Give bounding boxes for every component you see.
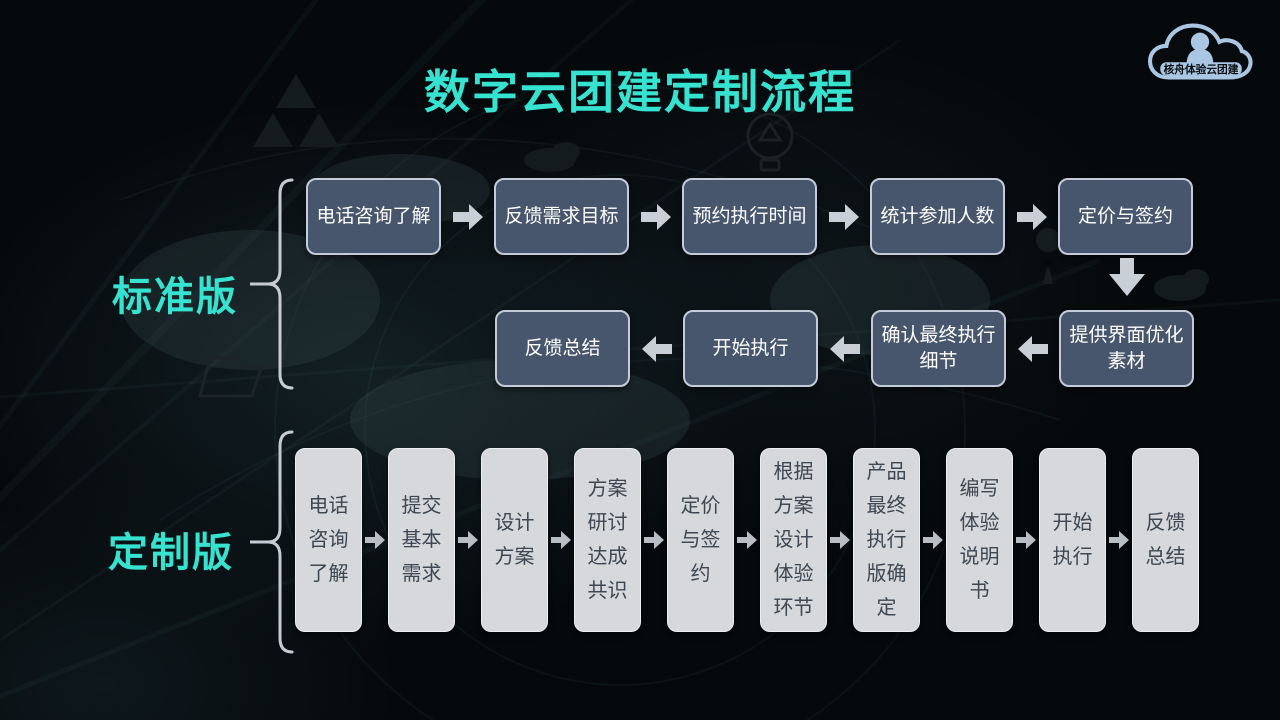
custom-step-box: 方案研讨达成共识 xyxy=(574,448,641,632)
logo-text: 核舟体验云团建 xyxy=(1164,63,1239,76)
custom-flow-item: 编写体验说明书 xyxy=(920,448,1013,632)
custom-version-label: 定制版 xyxy=(108,531,234,575)
standard-flow-row-1: 电话咨询了解 反馈需求目标 预约执行时间 统计参加人数 xyxy=(306,178,1193,255)
standard-flow-item: 定价与签约 xyxy=(1005,178,1193,255)
standard-step-box: 预约执行时间 xyxy=(682,178,817,255)
arrow-right-icon xyxy=(817,178,870,255)
arrow-right-small-icon xyxy=(362,448,388,632)
standard-flow-item: 开始执行 xyxy=(683,310,871,387)
arrow-right-icon xyxy=(1005,178,1058,255)
standard-version-label: 标准版 xyxy=(112,275,238,319)
standard-step-box: 反馈总结 xyxy=(495,310,630,387)
standard-flow-item: 统计参加人数 xyxy=(817,178,1005,255)
custom-flow-item: 根据方案设计体验环节 xyxy=(734,448,827,632)
standard-step-box: 反馈需求目标 xyxy=(494,178,629,255)
custom-step-box: 开始执行 xyxy=(1039,448,1106,632)
standard-flow-item: 反馈总结 xyxy=(495,310,683,387)
logo-text-band xyxy=(1160,62,1242,76)
standard-step-box: 统计参加人数 xyxy=(870,178,1005,255)
folder-icon xyxy=(198,356,265,398)
company-logo: 核舟体验云团建 xyxy=(1148,23,1253,80)
custom-flow-item: 提交基本需求 xyxy=(362,448,455,632)
custom-step-box: 反馈总结 xyxy=(1132,448,1199,632)
logo-person-icon xyxy=(1190,32,1210,52)
custom-flow-row: 电话咨询了解 提交基本需求 设计方案 方案研讨达成共识 xyxy=(295,448,1199,632)
lightbulb-icon xyxy=(736,96,804,172)
custom-step-box: 提交基本需求 xyxy=(388,448,455,632)
arrow-right-small-icon xyxy=(455,448,481,632)
standard-step-box: 电话咨询了解 xyxy=(306,178,441,255)
arrow-right-small-icon xyxy=(548,448,574,632)
standard-step-box: 确认最终执行细节 xyxy=(871,310,1006,387)
arrow-right-small-icon xyxy=(1106,448,1132,632)
custom-group-brace xyxy=(250,430,294,654)
arrow-right-small-icon xyxy=(1013,448,1039,632)
arrow-left-icon xyxy=(630,310,683,387)
arrow-right-small-icon xyxy=(641,448,667,632)
standard-step-box: 定价与签约 xyxy=(1058,178,1193,255)
standard-flow-item: 反馈需求目标 xyxy=(441,178,629,255)
arrow-down-icon xyxy=(1109,258,1145,296)
arrow-right-small-icon xyxy=(920,448,946,632)
map-pin-icon xyxy=(1036,228,1061,284)
custom-flow-item: 电话咨询了解 xyxy=(295,448,362,632)
standard-flow-item: 电话咨询了解 xyxy=(306,178,441,255)
standard-group-brace xyxy=(250,178,294,390)
arrow-left-icon xyxy=(1006,310,1059,387)
cloud-decoration xyxy=(524,142,1209,301)
arrow-right-small-icon xyxy=(734,448,760,632)
standard-flow-item: 确认最终执行细节 xyxy=(871,310,1059,387)
custom-step-box: 定价与签约 xyxy=(667,448,734,632)
standard-step-box: 开始执行 xyxy=(683,310,818,387)
custom-flow-item: 方案研讨达成共识 xyxy=(548,448,641,632)
page-title: 数字云团建定制流程 xyxy=(424,66,856,118)
custom-flow-item: 设计方案 xyxy=(455,448,548,632)
custom-flow-item: 定价与签约 xyxy=(641,448,734,632)
standard-step-box: 提供界面优化素材 xyxy=(1059,310,1194,387)
custom-step-box: 电话咨询了解 xyxy=(295,448,362,632)
custom-step-box: 设计方案 xyxy=(481,448,548,632)
custom-flow-item: 反馈总结 xyxy=(1106,448,1199,632)
arrow-right-icon xyxy=(441,178,494,255)
arrow-right-small-icon xyxy=(827,448,853,632)
custom-flow-item: 产品最终执行版确定 xyxy=(827,448,920,632)
triangle-decoration xyxy=(253,74,339,147)
custom-step-box: 产品最终执行版确定 xyxy=(853,448,920,632)
logo-person-body xyxy=(1186,48,1214,64)
custom-flow-item: 开始执行 xyxy=(1013,448,1106,632)
standard-flow-item: 提供界面优化素材 xyxy=(1059,310,1194,387)
standard-flow-item: 预约执行时间 xyxy=(629,178,817,255)
standard-flow-row-2: 提供界面优化素材 确认最终执行细节 开始执行 反馈总结 xyxy=(495,310,1194,387)
custom-step-box: 根据方案设计体验环节 xyxy=(760,448,827,632)
custom-step-box: 编写体验说明书 xyxy=(946,448,1013,632)
arrow-left-icon xyxy=(818,310,871,387)
arrow-right-icon xyxy=(629,178,682,255)
